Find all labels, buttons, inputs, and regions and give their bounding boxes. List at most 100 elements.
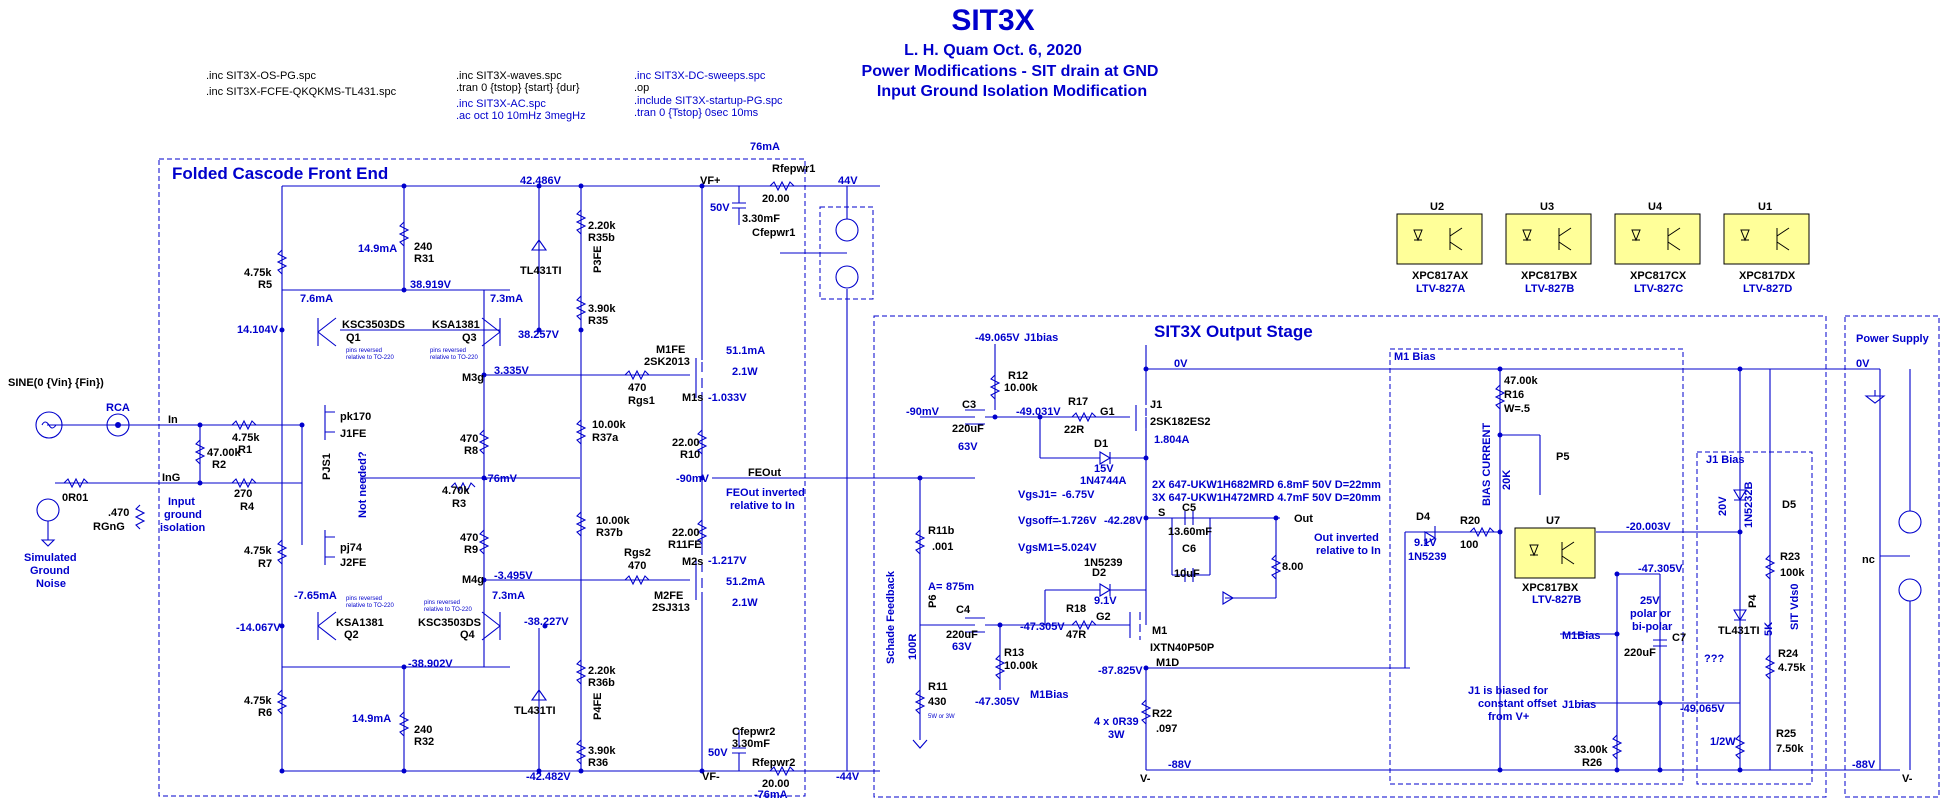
c5-label: C5 bbox=[1182, 502, 1196, 514]
d1-label: D1 bbox=[1094, 438, 1108, 450]
opto-u1: U1 XPC817DX LTV-827D bbox=[1723, 201, 1810, 295]
r18-label: R18 bbox=[1066, 603, 1086, 615]
directive-fcfe: .inc SIT3X-FCFE-QKQKMS-TL431.spc bbox=[206, 86, 397, 98]
node-vf-minus: VF- bbox=[702, 771, 720, 783]
node-v42486: 42.486V bbox=[520, 175, 562, 187]
q4-current: 7.3mA bbox=[492, 590, 525, 602]
d5-part: 1N5232B bbox=[1743, 481, 1755, 528]
r6-value: 4.75k bbox=[244, 695, 272, 707]
q3-note2: relative to TO-220 bbox=[430, 355, 478, 361]
r22-value: .097 bbox=[1156, 723, 1177, 735]
r16-label: R16 bbox=[1504, 389, 1524, 401]
j1-current: 1.804A bbox=[1154, 434, 1190, 446]
c4-label: C4 bbox=[956, 604, 971, 616]
output-stage-labels: SIT3X Output Stage -49.065V J1bias 10.00… bbox=[885, 322, 1381, 785]
c7-note1: polar or bbox=[1630, 608, 1672, 620]
c7-value: 220uF bbox=[1624, 647, 1656, 659]
d4-part: 1N5239 bbox=[1408, 551, 1447, 563]
q1-label: Q1 bbox=[346, 332, 361, 344]
c4-rating: 63V bbox=[952, 641, 972, 653]
r37b-label: R37b bbox=[596, 527, 623, 539]
output-stage-box bbox=[873, 315, 1827, 798]
q4-label: Q4 bbox=[460, 629, 476, 641]
tl431-top-label: TL431TI bbox=[520, 265, 562, 277]
r35-value: 3.90k bbox=[588, 303, 616, 315]
cfepwr1-label: Cfepwr1 bbox=[752, 227, 795, 239]
r11b-value: .001 bbox=[932, 541, 953, 553]
r32-current: 14.9mA bbox=[352, 713, 391, 725]
opto-u2: U2 XPC817AX LTV-827A bbox=[1396, 201, 1483, 295]
j1-bias-title: J1 Bias bbox=[1706, 454, 1745, 466]
node-v88: -88V bbox=[1168, 759, 1192, 771]
p3fe-label: P3FE bbox=[592, 245, 604, 273]
tl431-bottom-label: TL431TI bbox=[514, 705, 556, 717]
node-v4228: -42.28V bbox=[1104, 515, 1143, 527]
q3-symbol bbox=[481, 317, 501, 347]
r20-value: 100 bbox=[1460, 539, 1478, 551]
j1bias-tag2: J1bias bbox=[1562, 699, 1596, 711]
out-note2: relative to In bbox=[1316, 545, 1381, 557]
cfepwr2-voltage: 50V bbox=[708, 747, 728, 759]
c3-value: 220uF bbox=[952, 423, 984, 435]
u7-part: XPC817BX bbox=[1522, 582, 1579, 594]
node-v38257: 38.257V bbox=[518, 329, 560, 341]
u3-model: LTV-827B bbox=[1525, 283, 1574, 295]
r9-value: 470 bbox=[460, 532, 478, 544]
node-v20003: -20.003V bbox=[1626, 521, 1671, 533]
directive-ac: .ac oct 10 10mHz 3megHz bbox=[456, 110, 586, 122]
r13-label: R13 bbox=[1004, 647, 1024, 659]
r25-label: R25 bbox=[1776, 728, 1796, 740]
opto-u3: U3 XPC817BX LTV-827B bbox=[1505, 201, 1592, 295]
output-junctions bbox=[917, 366, 1743, 773]
q1-current: 7.6mA bbox=[300, 293, 333, 305]
u7-ref: U7 bbox=[1546, 515, 1560, 527]
r11-power: 5W or 3W bbox=[928, 714, 955, 720]
tl431-bias-label: TL431TI bbox=[1718, 625, 1760, 637]
u2-part: XPC817AX bbox=[1412, 270, 1469, 282]
unknown-note: ??? bbox=[1704, 653, 1724, 665]
r31-label: R31 bbox=[414, 253, 434, 265]
node-m4g: M4g bbox=[462, 574, 484, 586]
r16-watt: W=.5 bbox=[1504, 403, 1530, 415]
rgs2-value: 470 bbox=[628, 560, 646, 572]
q1-note2: relative to TO-220 bbox=[346, 355, 394, 361]
noise-note3: Noise bbox=[36, 578, 66, 590]
r2-value: 47.00k bbox=[207, 447, 242, 459]
node-in: In bbox=[168, 414, 178, 426]
m1-bias-labels: M1 Bias 47.00k R16 W=.5 BIAS CURRENT P5 … bbox=[1394, 351, 1725, 769]
r11b-label: R11b bbox=[928, 525, 955, 537]
front-end-resistors bbox=[63, 180, 795, 777]
sine-source bbox=[35, 411, 63, 439]
power-supply-labels: Power Supply 0V nc V- -88V bbox=[1852, 333, 1930, 785]
r25-power: 1/2W bbox=[1710, 736, 1736, 748]
node-v38227: -38.227V bbox=[524, 616, 569, 628]
j1-note3: from V+ bbox=[1488, 711, 1529, 723]
caps-note1: 2X 647-UKW1H682MRD 6.8mF 50V D=22mm bbox=[1152, 479, 1381, 491]
r8-label: R8 bbox=[464, 445, 478, 457]
isolation-note1: Input bbox=[168, 496, 195, 508]
c3-label: C3 bbox=[962, 399, 976, 411]
d2-value: 9.1V bbox=[1094, 595, 1117, 607]
q4-part: KSC3503DS bbox=[418, 617, 481, 629]
r24-label: R24 bbox=[1778, 648, 1799, 660]
q2-note: pins reversed bbox=[346, 596, 382, 602]
vgsoff-value: -1.726V bbox=[1058, 515, 1097, 527]
q3-current: 7.3mA bbox=[490, 293, 523, 305]
sources bbox=[35, 186, 859, 771]
r36-value: 3.90k bbox=[588, 745, 616, 757]
r7-value: 4.75k bbox=[244, 545, 272, 557]
p4-value: 5K bbox=[1763, 622, 1775, 636]
r7-label: R7 bbox=[258, 558, 272, 570]
r11-label: R11 bbox=[928, 681, 948, 693]
node-feout: FEOut bbox=[748, 467, 781, 479]
r3-label: R3 bbox=[452, 498, 466, 510]
rfepwr2-label: Rfepwr2 bbox=[752, 757, 795, 769]
d5-value: 20V bbox=[1717, 496, 1729, 516]
r9-label: R9 bbox=[464, 544, 478, 556]
tl431-top-symbol bbox=[530, 239, 548, 251]
r8-value: 470 bbox=[460, 433, 478, 445]
q4-symbol bbox=[481, 611, 501, 641]
q4-note: pins reversed bbox=[424, 600, 460, 606]
j2fe-label: J2FE bbox=[340, 557, 366, 569]
r22-label: R22 bbox=[1152, 708, 1172, 720]
